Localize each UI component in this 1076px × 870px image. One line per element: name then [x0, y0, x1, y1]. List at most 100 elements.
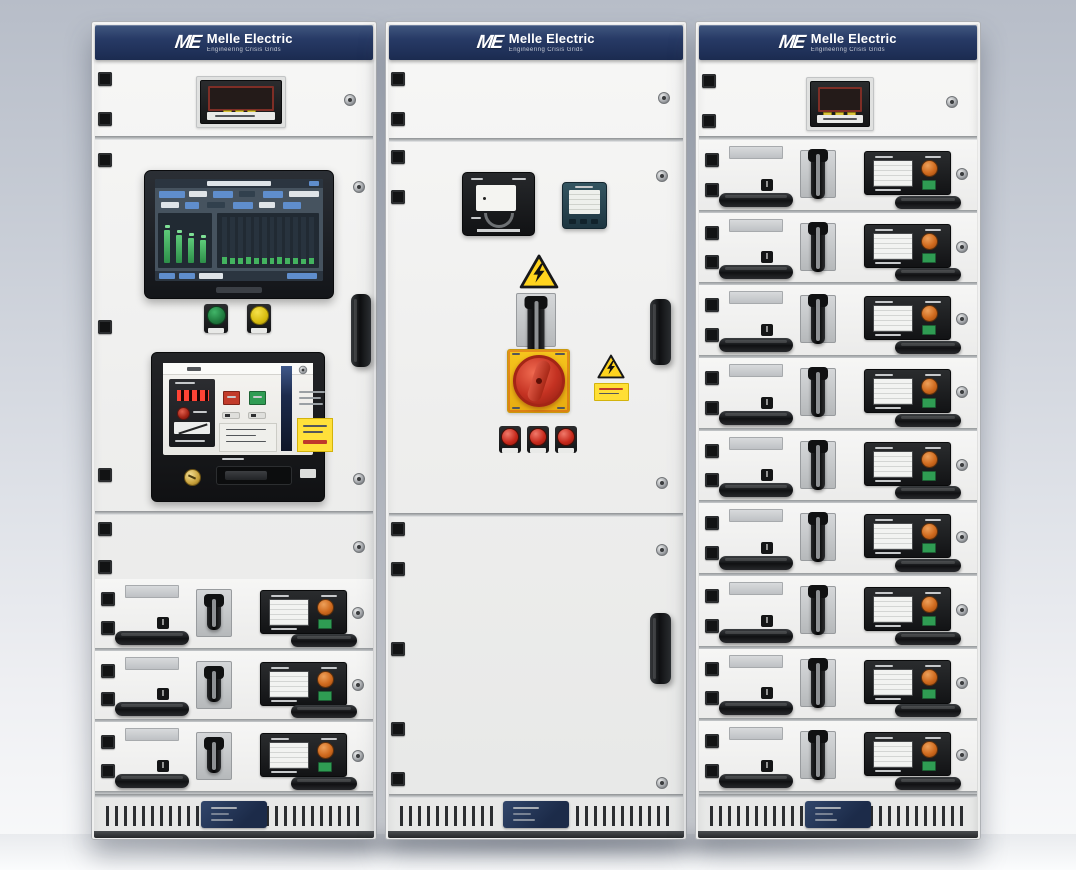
rating-nameplate [201, 801, 267, 828]
breaker-on-button [249, 391, 266, 405]
module-display [873, 523, 913, 551]
brand-tagline: Engineering Crisis Grids [508, 47, 584, 53]
panel-latch [391, 562, 405, 576]
drawer-rotary-switch [800, 149, 836, 199]
module-label [875, 479, 901, 482]
rotary-switch-lever-icon [204, 594, 224, 630]
module-label [875, 770, 901, 773]
module-green-button [922, 325, 936, 336]
module-label [875, 697, 901, 700]
module-label [925, 446, 941, 449]
panel-latch [101, 692, 115, 707]
drawer-pull-handle-left [115, 702, 189, 717]
drawer-position-marker: I [761, 687, 773, 700]
drawer-pull-handle-left [719, 192, 793, 207]
indicator-screw [956, 676, 968, 689]
warning-sticker [297, 418, 333, 452]
hmi-toolbar [155, 271, 323, 281]
small-warning-triangle-icon [597, 354, 625, 379]
panel-latch [705, 618, 719, 633]
main-switch [516, 293, 556, 370]
panel-latch [705, 182, 719, 197]
panel-latch [101, 663, 115, 678]
drawer-rotary-switch [196, 732, 232, 781]
module-label [271, 666, 289, 669]
drawer-rotary-switch [800, 294, 836, 345]
breaker-test-button [177, 407, 190, 420]
brand-tagline: Engineering Crisis Grids [206, 47, 282, 53]
red-indicator-lamp [499, 426, 521, 453]
panel-latch [98, 522, 112, 536]
vent-screw [344, 94, 356, 106]
meter-bezel [200, 80, 282, 124]
brand-name: Melle Electric [508, 31, 595, 46]
module-label [875, 592, 893, 595]
red-indicator-lamp [527, 426, 549, 453]
drawer-position-marker: I [761, 542, 773, 555]
drawer-control-module [864, 659, 951, 704]
drawer-control-module [260, 661, 347, 706]
drawer-position-marker: I [157, 616, 169, 629]
brand-tagline: Engineering Crisis Grids [810, 47, 886, 53]
panel-latch [98, 320, 112, 334]
hmi-chart-bars [222, 217, 315, 264]
module-label [875, 261, 901, 264]
rotary-switch-lever-icon [808, 221, 828, 272]
brand-logo-icon: ME [777, 31, 806, 53]
panel-latch [98, 560, 112, 574]
drawer-pull-handle-left [719, 483, 793, 498]
breaker-indicator [248, 412, 266, 419]
drawer-unit: I [95, 579, 373, 651]
module-label [875, 374, 893, 377]
breaker-led-display [175, 388, 211, 403]
module-green-button [922, 761, 936, 772]
module-label [271, 738, 289, 741]
indicator-screw [956, 531, 968, 544]
drawer-pull-handle-right [895, 486, 961, 500]
vent-screw [656, 777, 668, 789]
brand-header: ME Melle Electric Engineering Crisis Gri… [95, 25, 373, 60]
drawer-nameplate [125, 656, 179, 670]
panel-latch [391, 522, 405, 536]
drawer-control-module [864, 514, 951, 559]
module-orange-button [921, 232, 938, 250]
green-pushbutton [204, 304, 228, 333]
panel-latch [702, 114, 716, 128]
module-orange-button [921, 160, 938, 177]
rotary-switch-lever-icon [808, 149, 828, 199]
drawer-pull-handle-right [895, 559, 961, 573]
drawer-nameplate [729, 364, 783, 378]
drawer-pull-handle-right [895, 268, 961, 282]
rotary-switch-lever-icon [808, 657, 828, 708]
panel-latch [391, 150, 405, 164]
drawer-position-marker: I [761, 614, 773, 627]
drawer-position-marker: I [761, 760, 773, 773]
module-orange-button [921, 305, 938, 323]
rotary-switch-lever-icon [808, 512, 828, 563]
emergency-switch-screw [535, 378, 542, 384]
module-green-button [318, 762, 332, 773]
brand-name: Melle Electric [810, 31, 897, 46]
module-label [875, 625, 901, 628]
drawer-seam [699, 355, 977, 359]
panel-latch [391, 190, 405, 204]
drawer-seam [95, 647, 373, 651]
module-orange-button [921, 378, 938, 396]
indicator-screw [956, 458, 968, 471]
rotary-switch-lever-icon [808, 294, 828, 345]
rating-nameplate [805, 801, 871, 828]
vent-screw [946, 96, 958, 108]
module-green-button [922, 180, 936, 190]
digital-panel-meter [806, 77, 874, 131]
module-label [875, 664, 893, 667]
drawer-nameplate [729, 727, 783, 741]
vent-slots [576, 806, 672, 826]
module-green-button [922, 398, 936, 409]
drawer-rotary-switch [800, 439, 836, 490]
rotary-switch-lever-icon [808, 585, 828, 636]
drawer-rotary-switch [800, 512, 836, 563]
meter-label [817, 115, 863, 123]
module-green-button [922, 252, 936, 263]
air-circuit-breaker [151, 352, 333, 502]
drawer-rotary-switch [196, 660, 232, 709]
